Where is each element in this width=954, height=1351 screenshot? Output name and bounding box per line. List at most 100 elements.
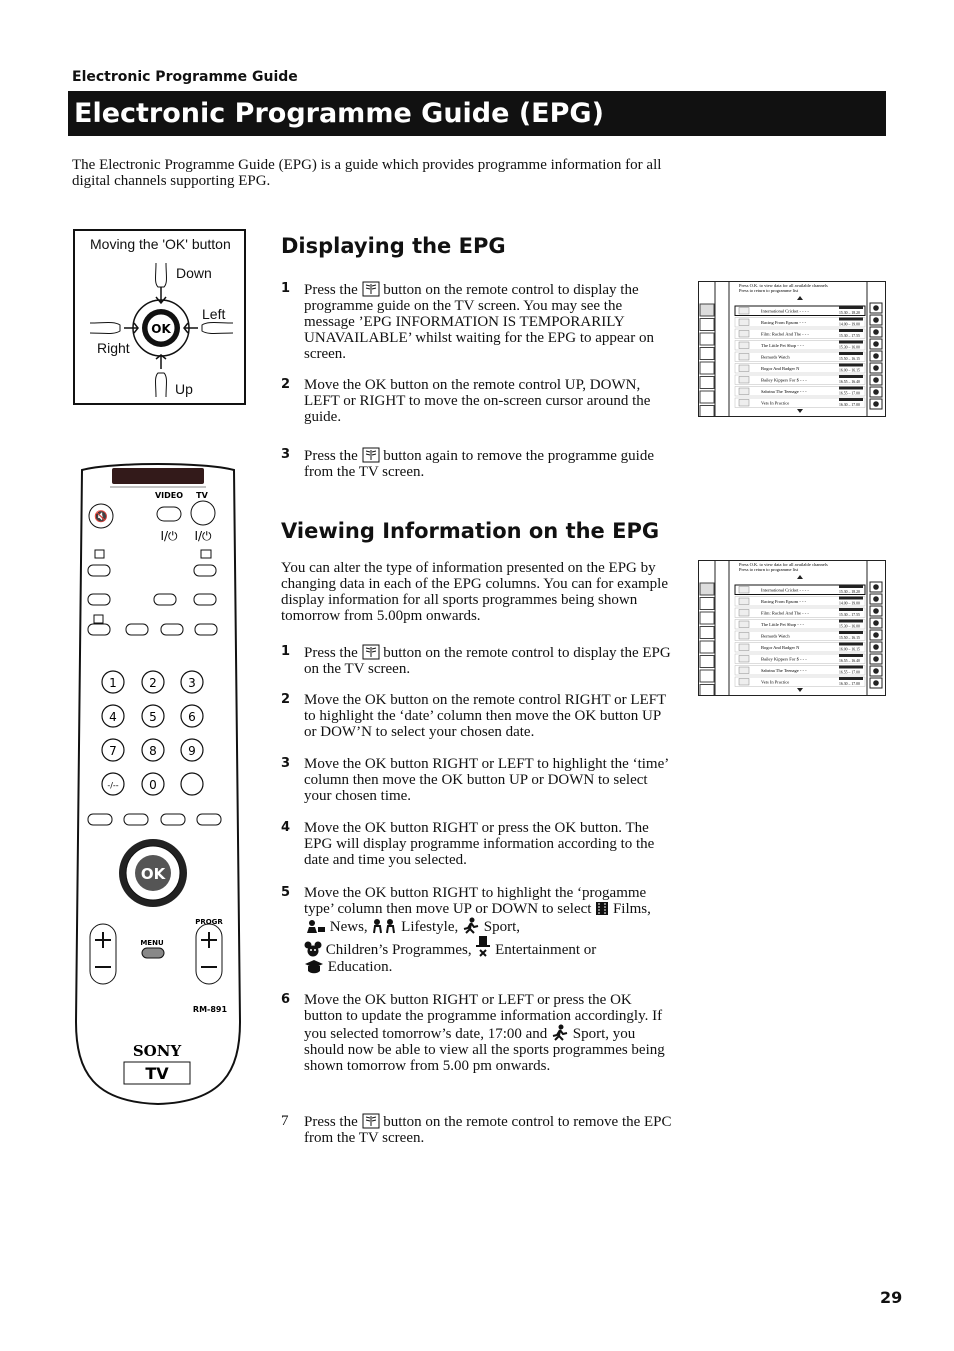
epg-channel-logo [738,399,750,407]
epg-programme-row [734,340,866,351]
epg-time-bar [839,398,863,401]
epg-type-glyph [873,608,879,614]
epg-programme-row [734,676,866,687]
epg-channel-cell [699,361,715,375]
epg-channel-logo [738,666,750,674]
epg-type-glyph [873,341,879,347]
heading-viewing-info: Viewing Information on the EPG [281,519,660,543]
svg-text:7: 7 [109,744,117,758]
epg-programme-title: Film: Rachel And The - - - [761,611,809,616]
ok-label-down: Down [176,265,212,281]
epg-channel-cell [699,582,715,596]
epg-channel-cell [699,390,715,404]
epg-time-bar [839,585,863,588]
epg-time: 15.30 – 17.55 [839,334,860,338]
epg-programme-title: Bernards Watch [761,355,790,360]
epg-type-glyph [873,644,879,650]
epg-programme-title: The Little Pet Shop - - - [761,343,804,348]
epg-programme-title: Bailey Kippers For $ - - - [761,378,807,383]
sport-icon [552,1024,568,1041]
epg-time: 16.55 – 16.40 [839,659,860,663]
ok-joystick-illustration: OK [89,262,234,398]
svg-text:-/--: -/-- [107,781,118,790]
epg-time-bar [839,642,863,646]
epg-hint: Press O.K. to view data for all availabl… [739,562,828,567]
epg-programme-row [734,607,866,618]
svg-text:OK: OK [151,322,171,336]
epg-time-bar [839,340,863,344]
epg-time-bar [839,608,863,611]
epg-time: 15.50 – 16.15 [839,357,860,361]
epg-programme-title: Bailey Kippers For $ - - - [761,657,807,662]
epg-type-glyph [873,377,879,383]
epg-time: 16.55 – 17.00 [839,392,860,396]
epg-time-bar [839,306,863,309]
epg-time: 14.00 – 19.00 [839,323,860,327]
epg-programme-title: International Cricket - - - - [761,309,809,314]
epg-programme-title: Bernards Watch [761,634,790,639]
epg-programme-row [734,305,866,316]
epg-programme-row [734,317,866,328]
epg-channel-cell [699,611,715,625]
epg-channel-logo [738,678,750,686]
view-step-1: 1 Press the button on the remote control… [281,644,671,677]
display-step-1: 1 Press the button on the remote control… [281,281,654,362]
film-icon [596,902,609,915]
lifestyle-icon [373,919,396,934]
epg-channel-logo [738,620,750,628]
svg-text:I/⏻: I/⏻ [194,529,212,543]
epg-channel-cell [699,626,715,639]
view-step-3: 3 Move the OK button RIGHT or LEFT to hi… [281,756,669,804]
sport-icon [463,917,479,934]
view-step-5: 5 Move the OK button RIGHT to highlight … [281,885,651,975]
epg-channel-logo [738,655,750,663]
epg-programme-row [734,351,866,362]
epg-hint: Press to return to programme list [739,288,799,293]
svg-text:0: 0 [149,778,157,792]
svg-text:MENU: MENU [140,939,164,947]
epg-channel-logo [738,307,750,315]
epg-time-bar [839,363,863,367]
epg-type-glyph [873,680,879,686]
epg-programme-row [734,630,866,641]
epg-time-bar [839,654,863,657]
epg-time-bar [839,375,863,378]
svg-text:RM-891: RM-891 [193,1005,228,1014]
section-label: Electronic Programme Guide [72,69,298,85]
epg-time: 15.30 – 16.00 [839,625,860,629]
epg-channel-logo [738,353,750,361]
epg-channel-logo [738,330,750,338]
epg-programme-title: Bogor And Badger N [761,645,800,650]
epg-time-bar [839,631,863,634]
svg-text:6: 6 [188,710,196,724]
epg-type-glyph [873,632,879,638]
epg-hint: Press to return to programme list [739,567,799,572]
epg-hint: Press O.K. to view data for all availabl… [739,283,828,288]
epg-screen-2: Press O.K. to view data for all availabl… [698,560,886,697]
epg-type-glyph [873,353,879,359]
epg-channel-logo [738,632,750,640]
epg-programme-row [734,363,866,374]
svg-text:PROGR: PROGR [195,918,223,926]
epg-programme-row [734,596,866,607]
view-step-2: 2 Move the OK button on the remote contr… [281,692,666,740]
epg-up-arrow [797,296,803,300]
epg-time: 15.30 – 17.55 [839,613,860,617]
intro-paragraph: The Electronic Programme Guide (EPG) is … [72,157,662,189]
epg-programme-row [734,397,866,408]
epg-time: 15.50 – 16.15 [839,636,860,640]
epg-programme-title: Racing From Epsom - - - [761,599,807,604]
view-step-6: 6 Move the OK button RIGHT or LEFT or pr… [281,992,665,1074]
epg-channel-cell [699,303,715,317]
epg-programme-title: Film: Rachel And The - - - [761,332,809,337]
svg-text:1: 1 [109,676,117,690]
ok-button-diagram [73,229,246,405]
epg-programme-row [734,619,866,630]
epg-programme-row [734,584,866,595]
epg-type-glyph [873,401,879,407]
epg-time: 16.55 – 16.40 [839,380,860,384]
epg-time-bar [839,596,863,600]
view-step-4: 4 Move the OK button RIGHT or press the … [281,820,655,868]
epg-up-arrow [797,575,803,579]
epg-book-icon [362,281,379,297]
